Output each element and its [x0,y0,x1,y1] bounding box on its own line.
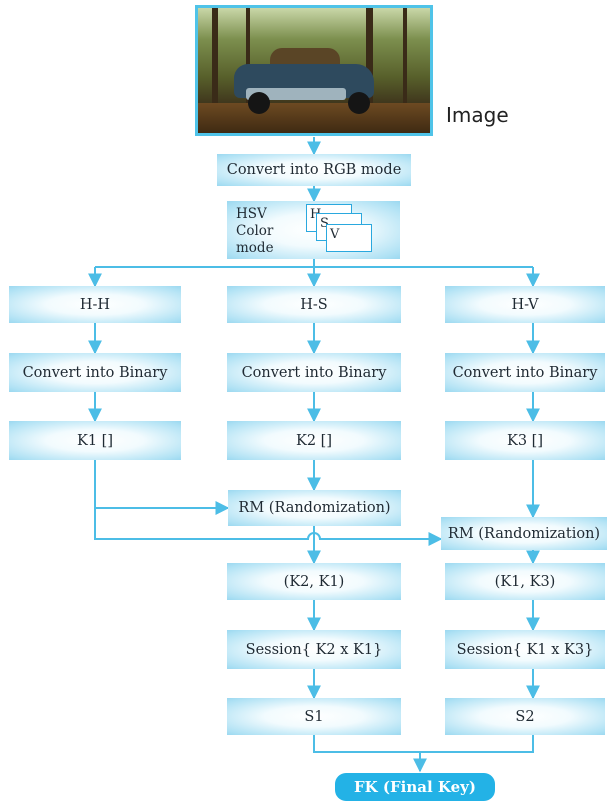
hsv-layer-v: V [326,224,372,252]
car-grille [246,88,346,100]
final-key-box: FK (Final Key) [335,773,495,801]
s1-box: S1 [227,698,401,735]
car-wheel [348,92,370,114]
k2-box: K2 [] [227,421,401,460]
k3-box: K3 [] [445,421,605,460]
binary-box-3: Convert into Binary [445,353,605,392]
pair-box-1: (K2, K1) [227,563,401,600]
rm-box-2: RM (Randomization) [441,517,607,550]
hsv-label: HSV Color mode [236,206,274,256]
image-label: Image [446,103,509,127]
hs-box: H-S [227,286,401,323]
arrow-k1-to-rm1 [94,460,230,515]
binary-box-2: Convert into Binary [227,353,401,392]
rm-box-1: RM (Randomization) [228,490,401,526]
hv-box: H-V [445,286,605,323]
tree-trunk [403,8,407,133]
forest-floor [198,103,430,133]
convert-rgb-box: Convert into RGB mode [217,154,411,186]
s2-box: S2 [445,698,605,735]
k1-box: K1 [] [9,421,181,460]
line-s1-s2-join [313,735,534,753]
car-wheel [248,92,270,114]
session-box-2: Session{ K1 x K3} [445,630,605,669]
binary-box-1: Convert into Binary [9,353,181,392]
pair-box-2: (K1, K3) [445,563,605,600]
tree-trunk [212,8,218,133]
hh-box: H-H [9,286,181,323]
input-photo [195,5,433,136]
session-box-1: Session{ K2 x K1} [227,630,401,669]
